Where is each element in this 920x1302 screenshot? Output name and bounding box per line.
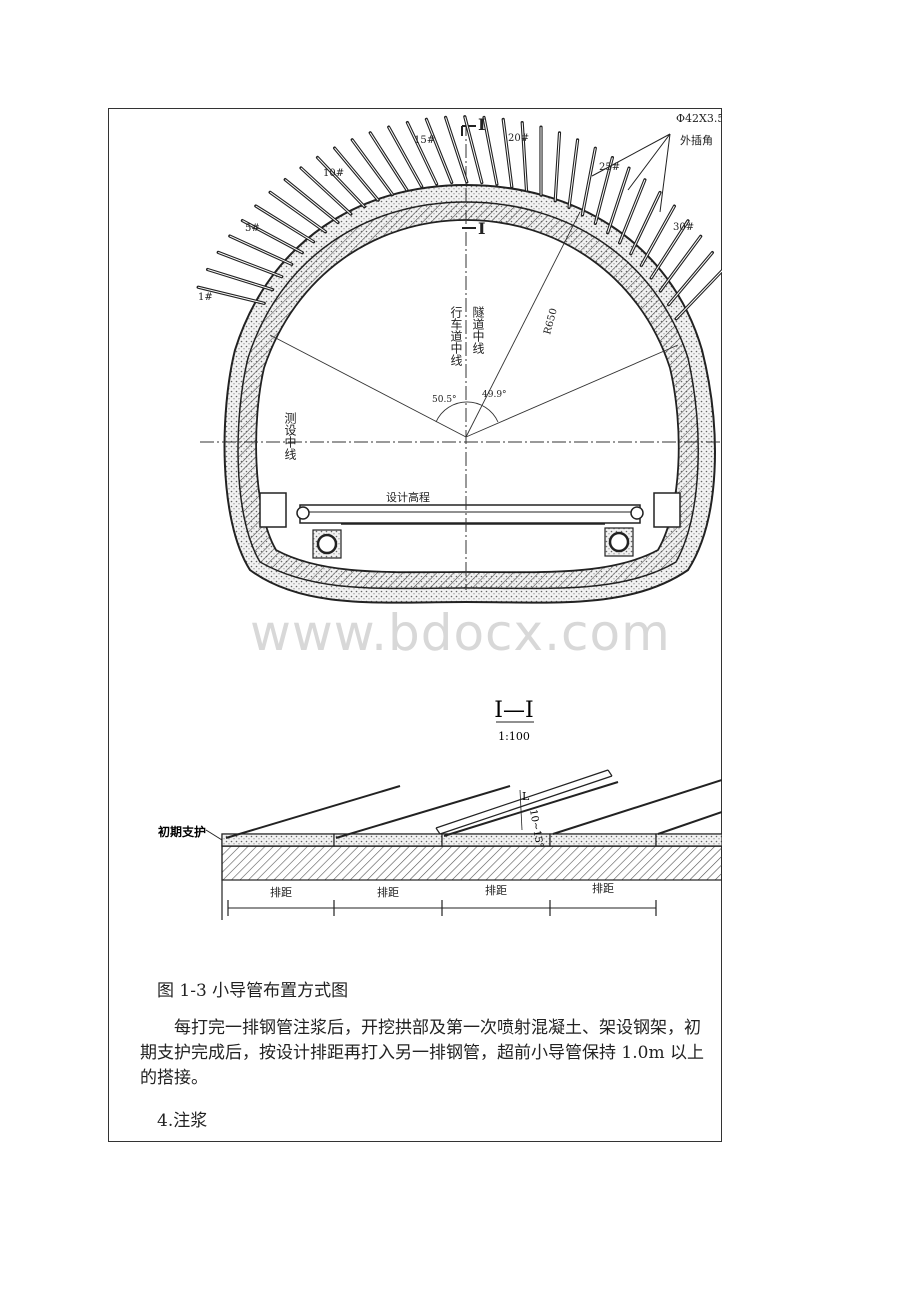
advance-pipe-core (640, 205, 675, 266)
length-label: L (522, 790, 530, 803)
spacing-label-4: 排距 (592, 881, 614, 895)
advance-pipe-core (218, 251, 282, 278)
angle-left-label: 50.5° (432, 395, 457, 405)
section-scale: 1:100 (498, 730, 530, 743)
advance-pipe-core (317, 157, 365, 208)
advance-pipe-core (630, 192, 661, 255)
advance-pipe-core (483, 117, 498, 185)
advance-pipe-core (659, 236, 702, 292)
watermark: www.bdocx.com (250, 604, 671, 662)
advance-pipe-core (607, 167, 630, 233)
pipe-label-20: 20# (508, 133, 529, 144)
advance-pipe-core (300, 167, 352, 215)
pipe-label-10: 10# (323, 168, 344, 179)
spacing-label-2: 排距 (377, 885, 399, 899)
tunnel-figure: Φ42X3.5 外插角 I I 1# 5# 10# 15# 20# 25# 30… (110, 110, 722, 940)
advance-pipe-core (255, 205, 314, 243)
advance-pipe-core (284, 179, 339, 223)
advance-pipe-core (197, 286, 265, 304)
advance-pipe-core (668, 252, 713, 306)
advance-pipe-core (464, 116, 483, 183)
spacing-label-1: 排距 (270, 885, 292, 899)
paragraph-text: 每打完一排钢管注浆后，开挖拱部及第一次喷射混凝土、架设钢架，初期支护完成后，按设… (140, 1018, 704, 1088)
advance-pipe-core (521, 122, 527, 191)
lane-center-label: 行车道中线 (449, 306, 463, 366)
pipe-label-5: 5# (245, 223, 260, 234)
advance-pipe-fan (196, 115, 722, 321)
advance-pipe-core (502, 119, 513, 187)
pipe-label-30: 30# (673, 222, 694, 233)
page-frame (108, 108, 722, 1142)
advance-pipe-core (554, 132, 560, 201)
tunnel-center-label: 隧道中线 (471, 305, 485, 354)
spec-note-2: 外插角 (680, 133, 713, 147)
spec-note: Φ42X3.5 (676, 112, 722, 125)
tunnel-cross-section (200, 122, 722, 604)
section-subheading: 4.注浆 (157, 1111, 208, 1131)
angle-right-label: 49.9° (482, 390, 507, 400)
pipe-label-1: 1# (198, 292, 213, 303)
advance-pipe-core (388, 126, 423, 187)
advance-pipe-core (425, 119, 453, 183)
advance-pipe-core (594, 157, 613, 224)
advance-pipe-core (369, 132, 408, 191)
advance-pipe-core (445, 117, 468, 183)
advance-pipe-core (334, 147, 379, 201)
pipe-label-25: 25# (599, 162, 620, 173)
advance-pipe-core (207, 269, 273, 291)
advance-pipe-core (650, 220, 689, 279)
pipe-label-15: 15# (414, 135, 435, 146)
advance-pipe-core (619, 179, 646, 244)
design-elevation-label: 设计高程 (386, 490, 430, 504)
section-marker-mid: I (478, 219, 485, 238)
advance-pipe-core (675, 270, 722, 320)
section-view: I—I 1:100 (158, 698, 722, 920)
survey-center-label: 测设中线 (283, 412, 297, 460)
support-label: 初期支护 (158, 824, 206, 839)
body-paragraph: 每打完一排钢管注浆后，开挖拱部及第一次喷射混凝土、架设钢架，初期支护完成后，按设… (140, 1016, 712, 1091)
advance-pipe-core (581, 148, 596, 215)
advance-pipe-core (406, 122, 438, 185)
advance-pipe-core (242, 220, 303, 254)
advance-pipe-core (269, 191, 326, 233)
figure-caption: 图 1-3 小导管布置方式图 (157, 981, 349, 1001)
advance-pipe-core (568, 139, 579, 208)
spec-leader-lines (591, 133, 671, 213)
section-title: I—I (494, 698, 533, 723)
advance-pipe-core (351, 139, 393, 195)
section-marker-top: I (478, 115, 485, 134)
advance-pipe-core (229, 235, 292, 265)
spacing-label-3: 排距 (485, 883, 507, 897)
